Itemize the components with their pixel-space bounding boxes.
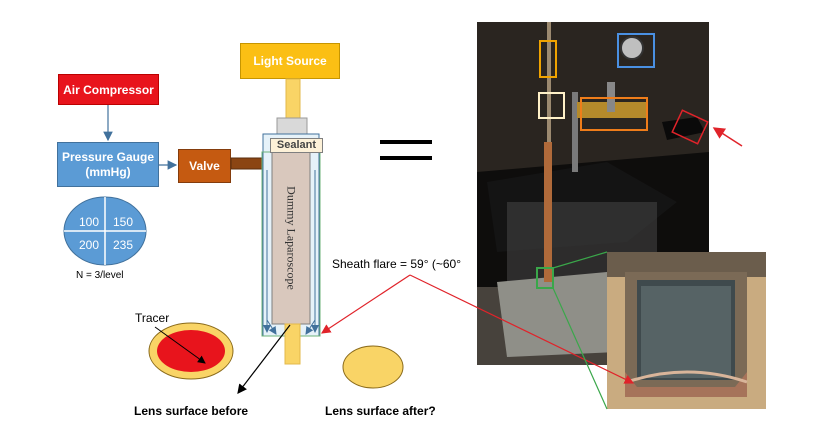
pressure-level-200: 200 — [79, 238, 100, 252]
pressure-level-circle — [63, 196, 147, 266]
valve-label: Valve — [189, 159, 220, 173]
light-source-box: Light Source — [240, 43, 340, 79]
photo-marker-yellow — [539, 40, 557, 78]
lens-after-label: Lens surface after? — [325, 404, 436, 418]
photo-marker-white — [538, 92, 565, 119]
pressure-gauge-box: Pressure Gauge (mmHg) — [57, 142, 159, 187]
pressure-gauge-unit: (mmHg) — [85, 164, 131, 179]
airflow-arrow-right-tip — [305, 319, 316, 335]
air-compressor-box: Air Compressor — [58, 74, 159, 105]
valve-box: Valve — [178, 149, 231, 183]
n-per-level-label: N = 3/level — [76, 270, 124, 281]
airflow-arrow-left-tip — [266, 319, 277, 335]
equals-sign-top — [380, 140, 432, 144]
light-source-label: Light Source — [253, 54, 327, 68]
photo-marker-orange — [580, 97, 648, 131]
equals-sign-bottom — [380, 156, 432, 160]
light-cable — [285, 78, 301, 120]
photo-marker-blue — [617, 33, 655, 68]
tracer-label: Tracer — [135, 311, 170, 325]
scope-tip — [284, 323, 301, 365]
pressure-level-235: 235 — [113, 238, 134, 252]
pressure-level-150: 150 — [113, 215, 134, 229]
sheath-flare-label: Sheath flare = 59° (~60° — [332, 257, 462, 271]
tracer-pointer — [154, 326, 206, 364]
dummy-laparoscope-label: Dummy Laparoscope — [284, 186, 299, 290]
photo-marker-red — [671, 109, 709, 145]
lens-after — [342, 345, 404, 389]
valve-tube — [230, 157, 266, 170]
light-connector — [276, 117, 308, 135]
pressure-gauge-label: Pressure Gauge — [61, 149, 155, 164]
sheath-tip-closeup — [607, 252, 766, 409]
air-compressor-label: Air Compressor — [63, 82, 154, 97]
pressure-level-100: 100 — [79, 215, 100, 229]
scope-to-lens-arrow — [237, 324, 291, 394]
dummy-laparoscope-body — [271, 151, 311, 325]
lens-before-label: Lens surface before — [134, 404, 249, 418]
sealant-label: Sealant — [270, 137, 323, 153]
